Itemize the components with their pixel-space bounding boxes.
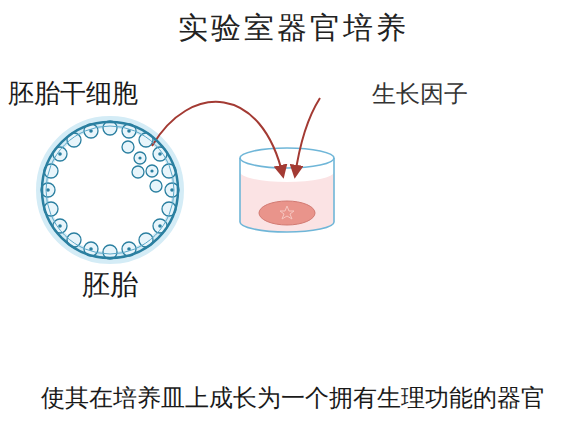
- label: 胚胎干细胞: [8, 78, 138, 109]
- arrow: [295, 98, 320, 176]
- label: 生长因子: [372, 80, 468, 109]
- caption: 使其在培养皿上成长为一个拥有生理功能的器官: [41, 384, 545, 413]
- arrow: [152, 102, 283, 176]
- petri-dish: [240, 148, 334, 232]
- title: 实验室器官培养: [178, 10, 409, 46]
- embryo-cells: [41, 121, 179, 259]
- circle-outline: [40, 120, 180, 260]
- node-label: 胚胎: [82, 268, 138, 302]
- embryo-circle: 胚胎: [40, 120, 180, 260]
